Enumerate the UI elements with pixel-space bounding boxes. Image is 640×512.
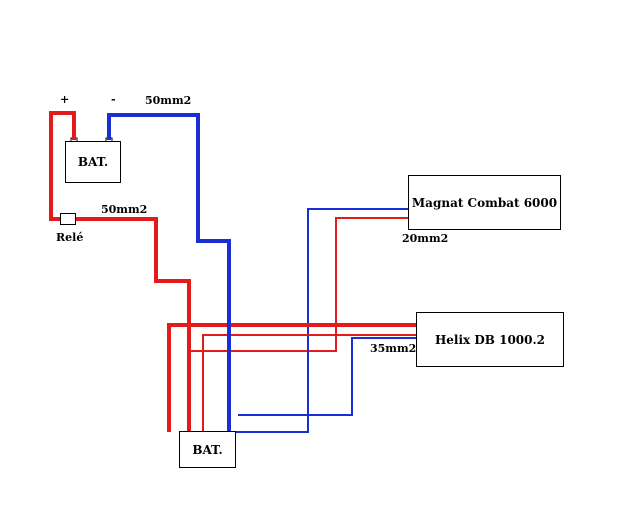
relay-positive-wire	[76, 217, 191, 432]
amp1-cable-label: 20mm2	[402, 232, 449, 245]
amp2-cable-label: 35mm2	[370, 342, 417, 355]
relay-label: Relé	[56, 231, 84, 244]
amp1-negative-wire	[228, 208, 409, 433]
relay-cable-label: 50mm2	[101, 203, 148, 216]
relay-icon	[60, 213, 76, 225]
main-cable-label: 50mm2	[145, 94, 192, 107]
minus-label: -	[111, 93, 116, 106]
battery-main: BAT.	[65, 141, 121, 183]
main-negative-wire	[107, 113, 231, 432]
amp2-negative-wire	[238, 337, 416, 416]
amp-magnat: Magnat Combat 6000	[408, 175, 561, 230]
main-positive-wire	[49, 111, 76, 221]
amp2-main-positive-wire	[167, 323, 416, 432]
amp-helix: Helix DB 1000.2	[416, 312, 564, 367]
amp2-positive-wire	[202, 334, 416, 432]
plus-label: +	[60, 93, 70, 106]
battery-second: BAT.	[179, 431, 236, 468]
